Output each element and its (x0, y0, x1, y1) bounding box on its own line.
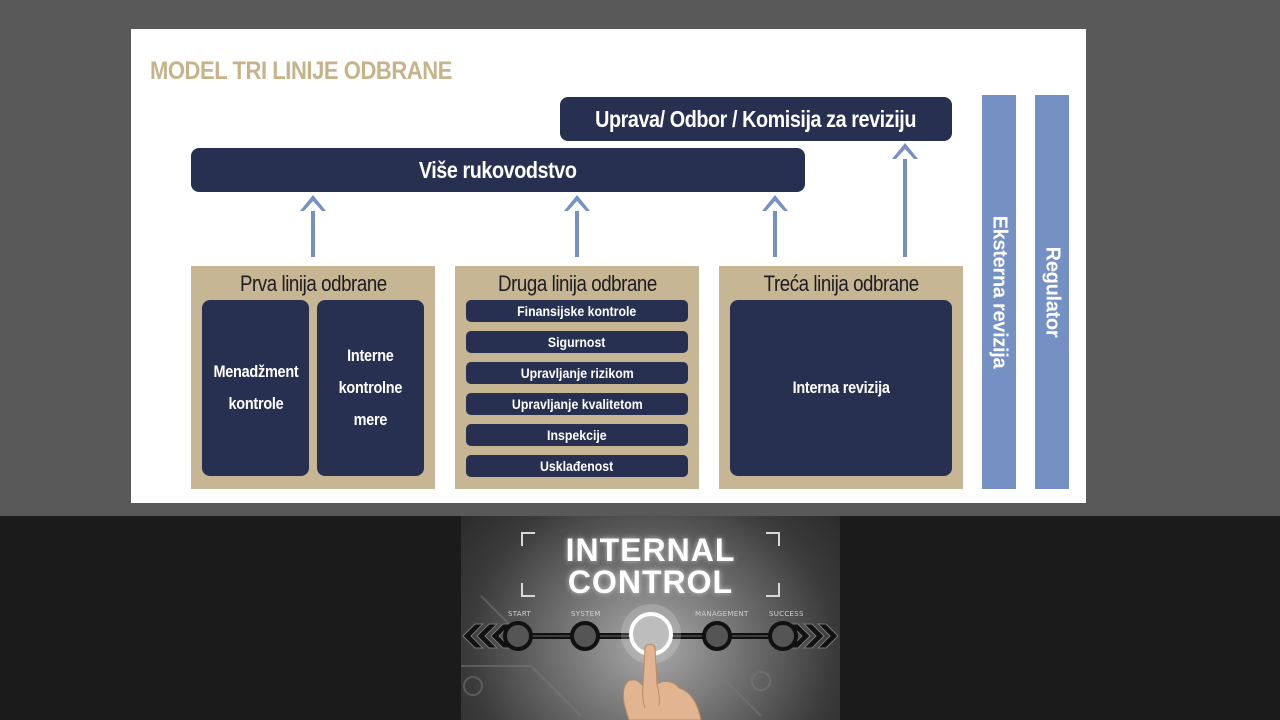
step-label-system: SYSTEM (571, 610, 601, 618)
external-audit-label: Eksterna revizija (988, 215, 1011, 369)
second-line-of-defense: Druga linija odbrane Finansijske kontrol… (455, 266, 699, 489)
management-controls-block: Menadžment kontrole (202, 300, 309, 476)
step-label-success: SUCCESS (769, 610, 804, 618)
pointing-hand-icon (622, 643, 702, 720)
step-nodes (503, 621, 798, 651)
second-line-item: Upravljanje rizikom (466, 362, 688, 384)
third-line-title: Treća linija odbrane (763, 271, 919, 296)
senior-management-bar: Više rukovodstvo (191, 148, 805, 192)
second-line-item: Sigurnost (466, 331, 688, 353)
arrow-up-icon (564, 195, 590, 257)
second-line-item: Upravljanje kvalitetom (466, 393, 688, 415)
board-audit-committee-bar: Uprava/ Odbor / Komisija za reviziju (560, 97, 952, 141)
internal-audit-block: Interna revizija (730, 300, 952, 476)
step-label-management: MANAGEMENT (695, 610, 749, 618)
internal-control-illustration: INTERNAL CONTROL START SYSTEM MANAGEMENT… (461, 516, 840, 720)
third-line-of-defense: Treća linija odbrane Interna revizija (719, 266, 963, 489)
board-bar-label: Uprava/ Odbor / Komisija za reviziju (595, 105, 917, 132)
three-lines-diagram: MODEL TRI LINIJE ODBRANE Uprava/ Odbor /… (131, 29, 1086, 503)
arrow-up-icon (300, 195, 326, 257)
regulator-label: Regulator (1041, 246, 1064, 338)
second-line-title: Druga linija odbrane (497, 271, 657, 296)
right-chevrons-icon (788, 623, 839, 649)
second-line-item: Finansijske kontrole (466, 300, 688, 322)
internal-control-line1: INTERNAL (565, 532, 736, 568)
second-line-item: Inspekcije (466, 424, 688, 446)
internal-control-measures-block: Interne kontrolne mere (317, 300, 424, 476)
external-audit-bar: Eksterna revizija (982, 95, 1016, 489)
left-chevrons-icon (462, 623, 513, 649)
arrow-up-icon (892, 143, 918, 257)
diagram-title: MODEL TRI LINIJE ODBRANE (150, 57, 452, 85)
first-line-title: Prva linija odbrane (239, 271, 387, 296)
first-line-of-defense: Prva linija odbrane Menadžment kontrole … (191, 266, 435, 489)
step-label-start: START (508, 610, 532, 618)
illustration-graphics (461, 532, 839, 720)
internal-control-line2: CONTROL (567, 564, 734, 600)
frame-corners (521, 532, 780, 597)
regulator-bar: Regulator (1035, 95, 1069, 489)
second-line-item: Usklađenost (466, 455, 688, 477)
senior-management-label: Više rukovodstvo (419, 156, 577, 183)
arrow-up-icon (762, 195, 788, 257)
